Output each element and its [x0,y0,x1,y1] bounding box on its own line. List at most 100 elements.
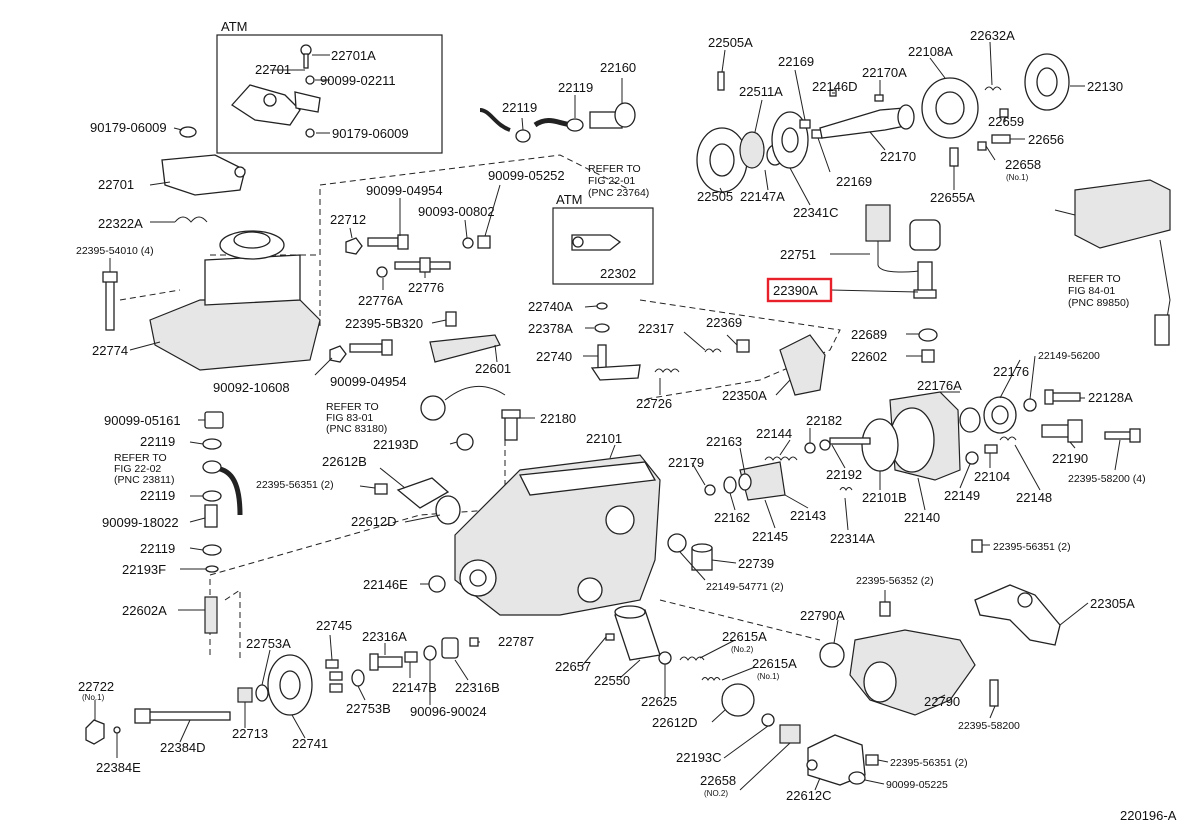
label-22505A: 22505A [708,35,753,50]
label-22790A: 22790A [800,608,845,623]
label-22395-58200: 22395-58200 [958,720,1020,732]
atm-box-title: ATM [556,192,582,207]
label-22739: 22739 [738,556,774,571]
label-22632A: 22632A [970,28,1015,43]
label-22753A: 22753A [246,636,291,651]
label-22316A: 22316A [362,629,407,644]
label-22713: 22713 [232,726,268,741]
label-22108A: 22108A [908,44,953,59]
screw-22104-part [984,444,998,454]
label-22314A: 22314A [830,531,875,546]
label-22190: 22190 [1052,451,1088,466]
label-22745: 22745 [316,618,352,633]
label-22395-56351: 22395-56351 (2) [993,541,1071,553]
shim-22162-part [723,476,737,494]
label-90099-04954: 90099-04954 [366,183,443,198]
plug-22739-part [691,543,713,571]
diagram-id: 220196-A [1120,808,1177,823]
label-90179-06009: 90179-06009 [90,120,167,135]
bushing-22316B-part [441,637,459,659]
label-90099-05225: 90099-05225 [886,779,948,791]
ref-line: FIG 84-01 [1068,285,1115,297]
pump-housing-22101-part [454,454,661,616]
leader-lines [94,41,1121,791]
label-22170: 22170 [880,149,916,164]
washer-22753B-part [351,669,365,687]
label-90099-05161: 90099-05161 [104,413,181,428]
label-22615A: 22615A [752,656,797,671]
label-22390A: 22390A [773,283,818,298]
screw-22776-part [394,257,451,273]
label-90179-06009: 90179-06009 [332,126,409,141]
plunger-22192-part [829,437,871,445]
washer-22776A-part [376,266,388,278]
label-22163: 22163 [706,434,742,449]
part-labels: 22701A 22701 90099-02211 90179-06009 901… [76,28,1177,823]
spring-22314A-part [839,487,853,491]
gasket-22612D-part [435,495,461,525]
atm-box-actuator [552,207,654,285]
lever-22350A-part [779,334,826,396]
label-22602: 22602 [851,349,887,364]
bolt-22395-56352-part [879,601,891,617]
sensor-22180-part [501,409,521,441]
assembly-leader [209,509,491,655]
label-22101B: 22101B [862,490,907,505]
actuator-22302-part [571,234,622,251]
gasket-22149-54771-part [667,533,687,553]
label-22655A: 22655A [930,190,975,205]
pin-22655A-part [949,147,959,167]
label-22350A: 22350A [722,388,767,403]
gasket-22612D2-part [721,683,755,717]
gasket-22101B-part [861,418,899,472]
label-22776: 22776 [408,280,444,295]
pin-22147B-part [404,651,418,663]
label-22193F: 22193F [122,562,166,577]
plug-90099-05161-part [204,411,224,429]
label-90093-00802: 90093-00802 [418,204,495,219]
label-22119: 22119 [558,80,593,95]
bolt-22128A-part [1044,389,1081,405]
assembly-leader [210,154,631,256]
label-22101: 22101 [586,431,622,446]
assembly-leader [659,599,821,641]
key-22170A-part [874,94,884,102]
label-90099-05252: 90099-05252 [488,168,565,183]
ref-line: REFER TO [1068,273,1121,285]
gear-22341C-part [771,111,809,169]
label-22140: 22140 [904,510,940,525]
label-22612D: 22612D [652,715,698,730]
oring-22384E-part [113,726,121,734]
label-22658-variant: (NO.2) [704,789,728,798]
ref-line: (PNC 83180) [326,423,387,435]
seal-22146E-part [428,575,446,593]
bolt-22369-part [736,339,750,353]
pin-22657-part [605,633,615,641]
label-22119: 22119 [502,100,537,115]
bolt-22395-part [102,271,118,331]
label-22119: 22119 [140,488,175,503]
label-22726: 22726 [636,396,672,411]
washer-22658-part [977,141,987,151]
label-22384E: 22384E [96,760,141,775]
plug-22722-part [85,719,105,745]
label-22170A: 22170A [862,65,907,80]
bolt-22395-56351b-part [971,539,983,553]
linkage-bracket-part [231,84,321,126]
gasket-22149-56200-part [1023,398,1037,412]
label-22146D: 22146D [812,79,858,94]
label-22612D: 22612D [351,514,397,529]
label-22395-56351: 22395-56351 (2) [256,479,334,491]
label-90099-04954: 90099-04954 [330,374,407,389]
head-22140-part [889,391,961,481]
label-22192: 22192 [826,467,862,482]
label-22615A: 22615A [722,629,767,644]
washer-22753A-part [255,684,269,702]
label-22753B: 22753B [346,701,391,716]
bolt-22701A-part [300,44,312,69]
cover-22612C-part [806,734,866,786]
spring-22615A1-part [701,677,721,681]
plunger-22550-part [614,605,661,661]
label-22625: 22625 [641,694,677,709]
washer-22179-part [704,484,716,496]
